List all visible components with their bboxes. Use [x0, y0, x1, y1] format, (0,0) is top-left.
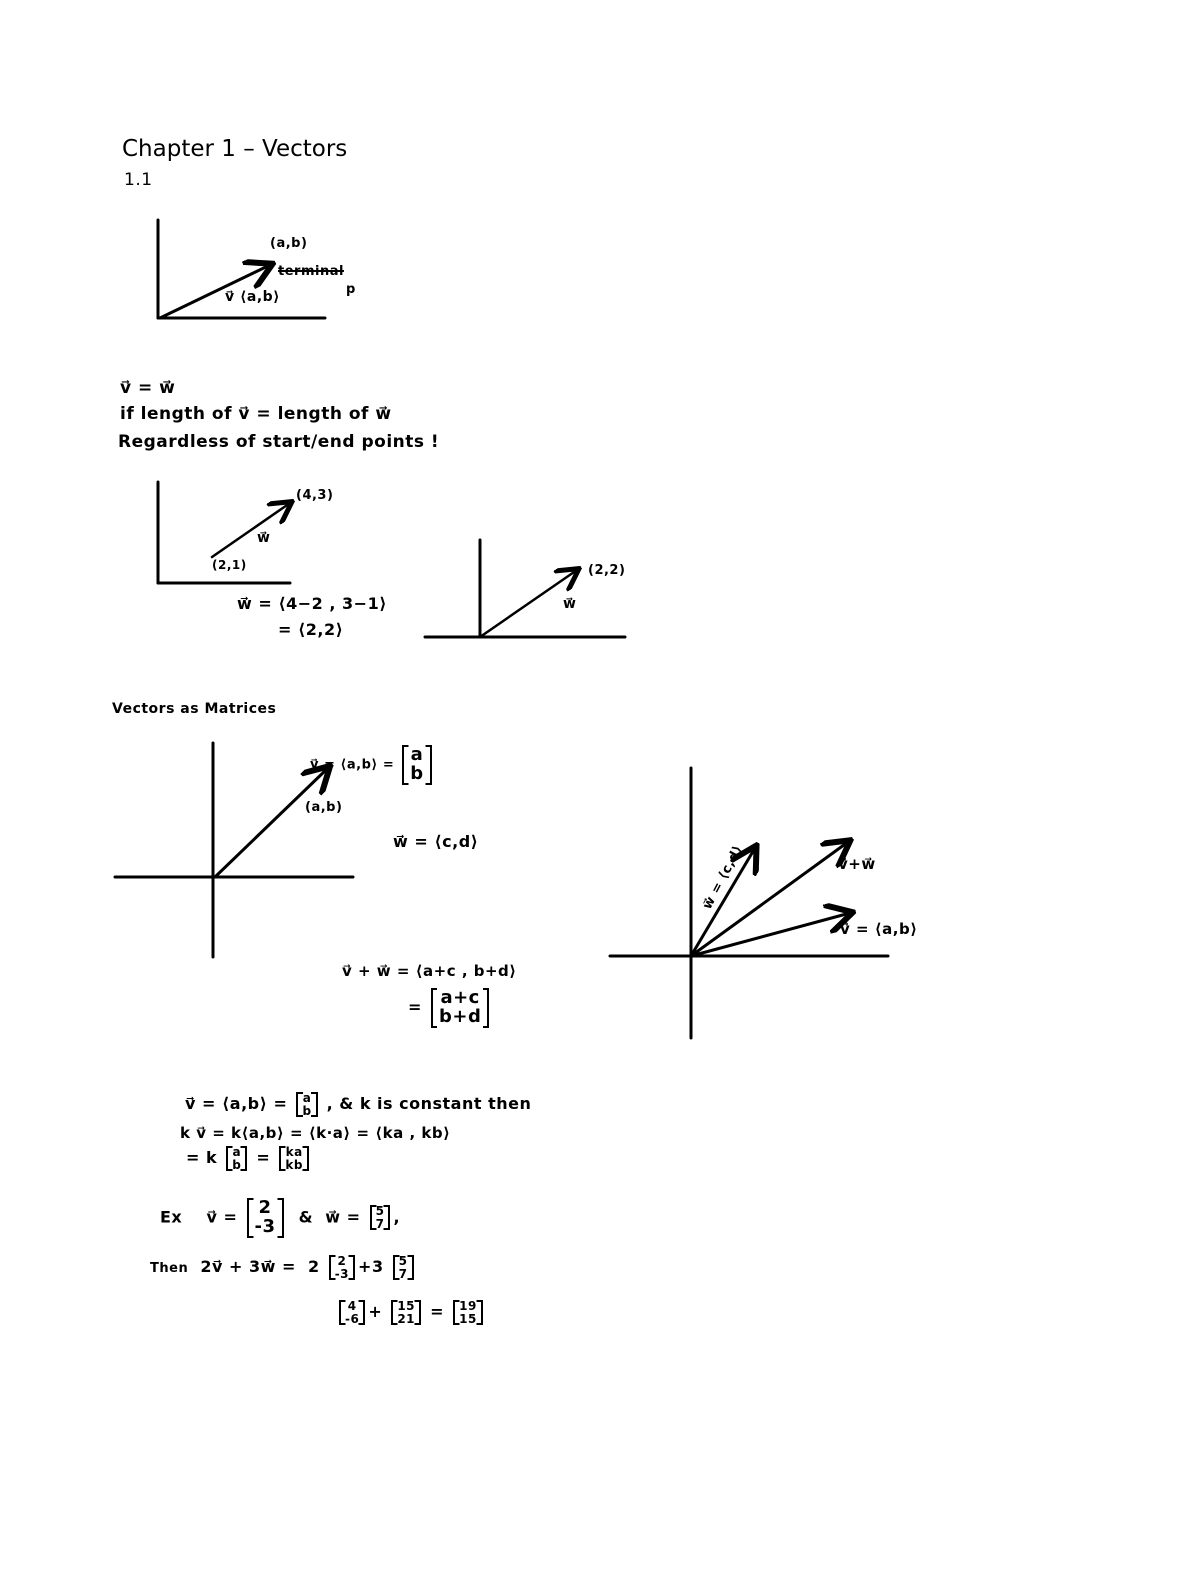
vector-label: w⃗ — [563, 596, 577, 612]
equality-line: v⃗ = w⃗ — [120, 378, 176, 398]
vector-arrow — [210, 503, 290, 559]
equals: = — [408, 997, 422, 1017]
v-arrow — [689, 913, 850, 958]
matrix: 4-6 — [339, 1299, 366, 1326]
diagram1-axes — [156, 218, 327, 320]
matrix: 2-3 — [328, 1254, 356, 1281]
diagram2-axes — [156, 480, 290, 585]
vector-label: w⃗ — [257, 530, 271, 546]
diagram4-axes — [113, 741, 355, 959]
sum-vector-label: v⃗+w⃗ — [838, 855, 876, 873]
w-arrow — [689, 848, 755, 958]
equality-line: Regardless of start/end points ! — [118, 432, 440, 452]
v-vector-label: v⃗ = ⟨a,b⟩ — [840, 920, 918, 938]
calc-line: w⃗ = ⟨4−2 , 3−1⟩ — [237, 594, 388, 613]
matrix-entry: -3 — [334, 1266, 350, 1281]
equals: = — [430, 1302, 445, 1322]
matrix-entry: b+d — [438, 1005, 482, 1027]
vector-arrow — [478, 570, 577, 639]
section-heading: Vectors as Matrices — [112, 701, 277, 717]
end-point-label: (2,2) — [588, 563, 626, 578]
diagram3-axes — [423, 538, 627, 639]
matrix-entry: ka — [285, 1145, 303, 1159]
matrix-entry: 7 — [398, 1266, 408, 1281]
equality-line: if length of v⃗ = length of w⃗ — [120, 404, 392, 424]
vector-label: v⃗ ⟨a,b⟩ — [225, 289, 281, 305]
text: , & k is constant then — [326, 1094, 532, 1114]
matrix-entry: -6 — [345, 1311, 360, 1326]
matrix-entry: b — [302, 1103, 312, 1118]
text: Ex — [160, 1207, 183, 1227]
text: & — [298, 1207, 314, 1227]
diagram5-axes — [608, 766, 890, 1040]
v-def-text: v⃗ = ⟨a,b⟩ = — [310, 757, 395, 773]
matrix-entry: 21 — [397, 1311, 416, 1326]
text: w⃗ = — [325, 1207, 361, 1227]
text: 2 — [307, 1257, 320, 1277]
matrix-entry: 15 — [397, 1299, 416, 1313]
point-label: (a,b) — [270, 236, 308, 251]
text: = k — [186, 1148, 218, 1168]
matrix-entry: b — [232, 1157, 242, 1172]
matrix-entry: 2 — [258, 1197, 272, 1218]
start-point-label: (2,1) — [212, 558, 247, 572]
matrix-entry: a — [232, 1145, 242, 1159]
section-number: 1.1 — [124, 170, 153, 190]
equals: = — [256, 1148, 271, 1168]
point-label: (a,b) — [305, 800, 343, 815]
matrix-entry: 19 — [459, 1299, 477, 1313]
matrix-entry: a — [302, 1091, 312, 1105]
vector-arrow — [213, 768, 328, 879]
matrix-entry: 5 — [398, 1254, 408, 1268]
calc-line: = ⟨2,2⟩ — [278, 620, 344, 639]
page-title: Chapter 1 – Vectors — [122, 136, 348, 162]
text: 2v⃗ + 3w⃗ = — [200, 1257, 296, 1277]
text: v⃗ = — [206, 1207, 238, 1227]
text: + — [368, 1302, 383, 1322]
text: , — [393, 1207, 401, 1227]
terminal-label: terminal — [278, 264, 344, 279]
scalar-line: k v⃗ = k⟨a,b⟩ = ⟨k·a⟩ = ⟨ka , kb⟩ — [180, 1124, 451, 1142]
matrix-entry: -3 — [254, 1215, 276, 1237]
matrix-entry: kb — [285, 1157, 303, 1172]
p-label: p — [346, 282, 356, 297]
matrix-entry: 7 — [375, 1216, 385, 1231]
matrix-entry: 4 — [347, 1299, 357, 1313]
sum-line: v⃗ + w⃗ = ⟨a+c , b+d⟩ — [342, 962, 517, 980]
matrix-entry: 5 — [375, 1204, 385, 1219]
matrix-entry: a — [410, 744, 424, 765]
matrix-entry: a+c — [440, 987, 480, 1008]
end-point-label: (4,3) — [296, 488, 334, 503]
sum-arrow — [689, 842, 848, 958]
matrix-entry: 15 — [459, 1311, 477, 1326]
matrix: 2-3 — [246, 1197, 284, 1238]
matrix-entry: 2 — [337, 1254, 347, 1268]
matrix-entry: b — [410, 762, 424, 784]
w-definition: w⃗ = ⟨c,d⟩ — [393, 832, 479, 851]
vector-arrow — [158, 265, 270, 320]
text: +3 — [358, 1257, 384, 1277]
text: v⃗ = ⟨a,b⟩ = — [185, 1094, 288, 1114]
text: Then — [150, 1261, 189, 1277]
